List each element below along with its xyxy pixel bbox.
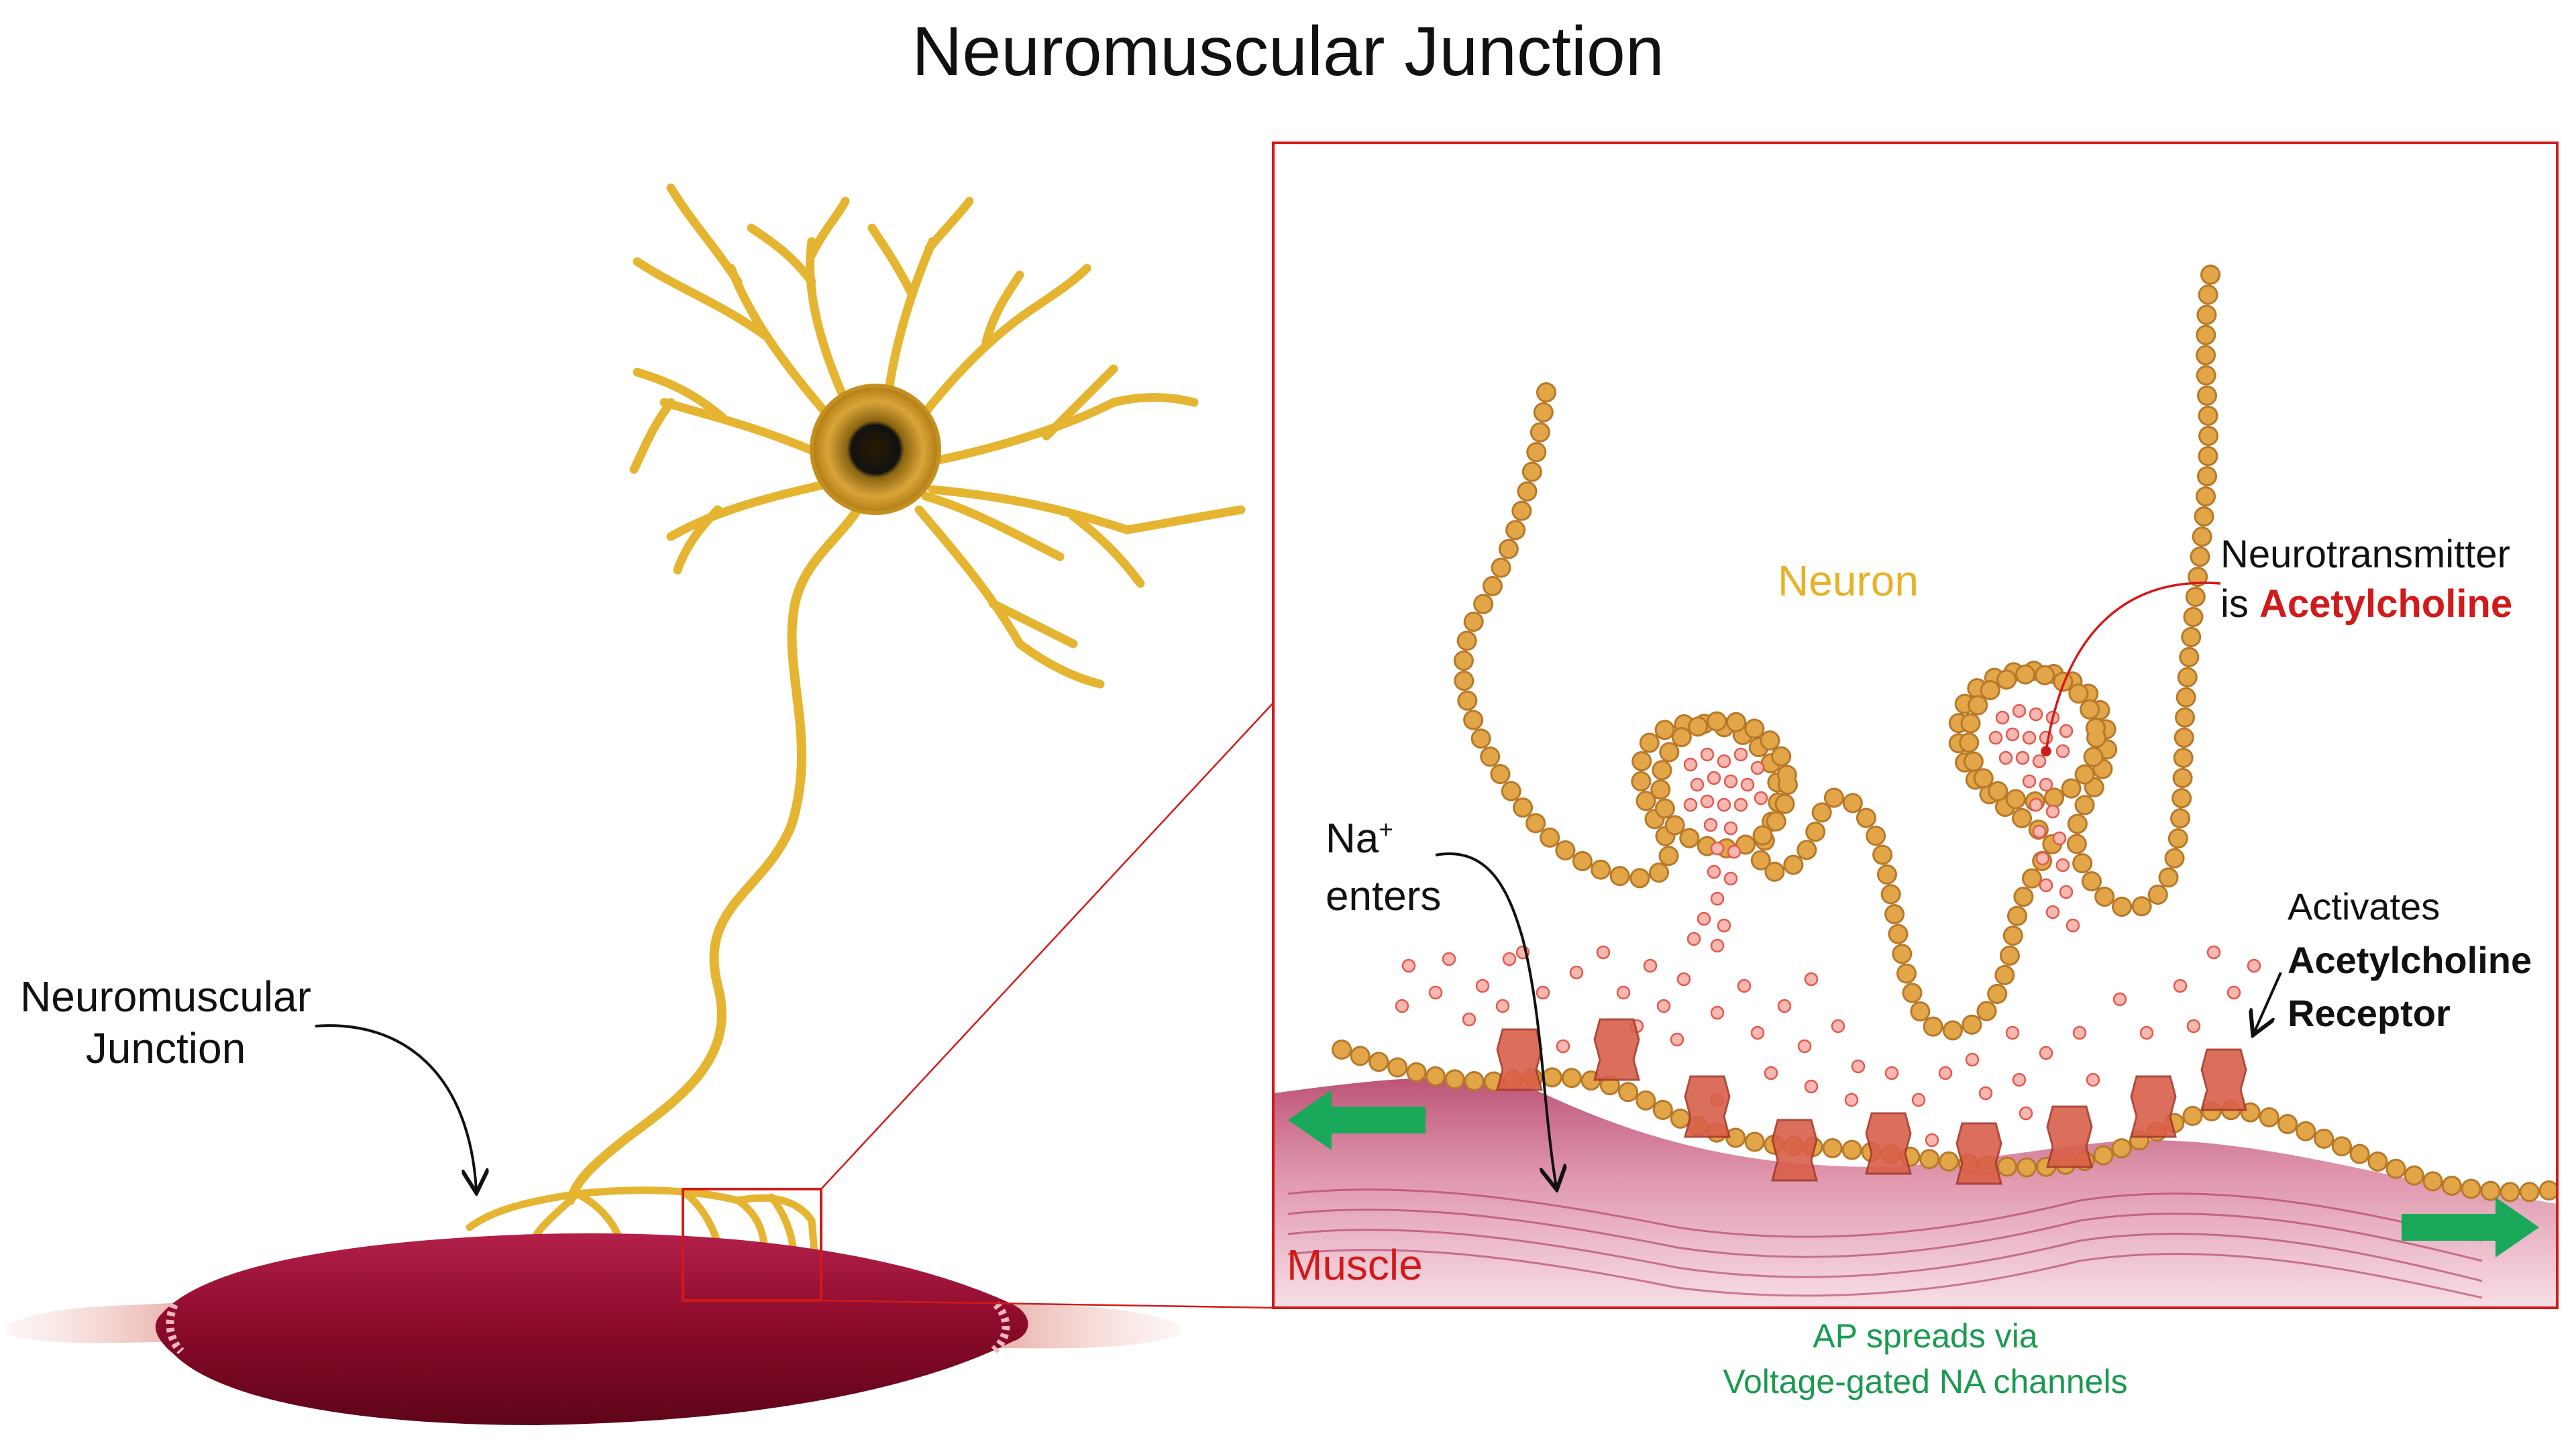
receptor (2200, 1048, 2247, 1111)
receptor-activation-label: Activates Acetylcholine Receptor (2288, 880, 2532, 1040)
zoom-panel (1272, 142, 2559, 1309)
receptor (1955, 1122, 2002, 1185)
left-arrow-icon (1288, 1090, 1426, 1150)
page-title: Neuromuscular Junction (912, 13, 1664, 91)
zoom-region-box (682, 1188, 822, 1302)
junction-label-line1: Neuromuscular (20, 972, 311, 1021)
neurotransmitter-label: Neurotransmitter is Acetylcholine (2220, 530, 2512, 629)
receptor (1496, 1028, 1543, 1091)
sodium-charge: + (1379, 815, 1393, 844)
neurotransmitter-name: Acetylcholine (2259, 582, 2513, 626)
neurotransmitter-label-line1: Neurotransmitter (2220, 533, 2510, 576)
ap-label-line1: AP spreads via (1813, 1317, 2038, 1355)
left-tendon (7, 1301, 195, 1343)
right-tendon (986, 1304, 1181, 1349)
sodium-enters-label: Na+ enters (1326, 810, 1441, 925)
neuron-membrane (1453, 245, 2224, 1041)
zoom-connector-bottom (820, 1299, 1274, 1309)
right-arrow-icon (2402, 1197, 2539, 1258)
receptor (1771, 1119, 1818, 1182)
receptor-label-line1: Acetylcholine (2288, 938, 2532, 981)
ap-label-line2: Voltage-gated NA channels (1723, 1363, 2128, 1400)
receptor (1865, 1112, 1912, 1175)
muscle-striations (1287, 1188, 2483, 1299)
neurotransmitter-prefix: is (2220, 582, 2259, 626)
neurotransmitter-label-line2: is Acetylcholine (2220, 579, 2512, 629)
acetylcholine-pointer-line (2041, 581, 2221, 757)
soma (810, 384, 941, 515)
muscle-belly (155, 1233, 1028, 1425)
action-potential-label: AP spreads via Voltage-gated NA channels (1664, 1313, 2187, 1404)
zoom-panel-border (1272, 142, 2559, 1309)
activates-label: Activates (2288, 885, 2440, 928)
sodium-label-line2: enters (1326, 873, 1442, 919)
na-pointer-arrow-icon (1435, 852, 1556, 1187)
curved-pointer-arrow-icon (315, 1024, 476, 1190)
muscle-fiber (7, 1233, 1181, 1425)
neuromuscular-junction-label: Neuromuscular Junction (20, 971, 311, 1074)
sodium-label-line1: Na+ (1326, 810, 1441, 868)
junction-label-line2: Junction (85, 1023, 246, 1072)
receptor (1684, 1075, 1731, 1138)
receptor-pointer-arrow-icon (2254, 972, 2282, 1033)
muscle-label: Muscle (1287, 1241, 1423, 1289)
receptor-label-line2: Receptor (2288, 992, 2451, 1035)
dendrites (629, 183, 1246, 689)
axon (566, 492, 870, 1205)
muscle-tissue (1273, 1077, 2557, 1308)
neuron-label: Neuron (1778, 557, 1919, 605)
zoom-indicator (682, 702, 1274, 1309)
receptor (2130, 1075, 2177, 1138)
acetylcholine-molecules (1395, 704, 2261, 1148)
zoom-connector-top (820, 702, 1274, 1190)
neuron-illustration (466, 183, 1246, 1272)
receptor (2046, 1105, 2093, 1168)
receptor (1593, 1018, 1640, 1081)
sodium-symbol: Na (1326, 816, 1379, 862)
